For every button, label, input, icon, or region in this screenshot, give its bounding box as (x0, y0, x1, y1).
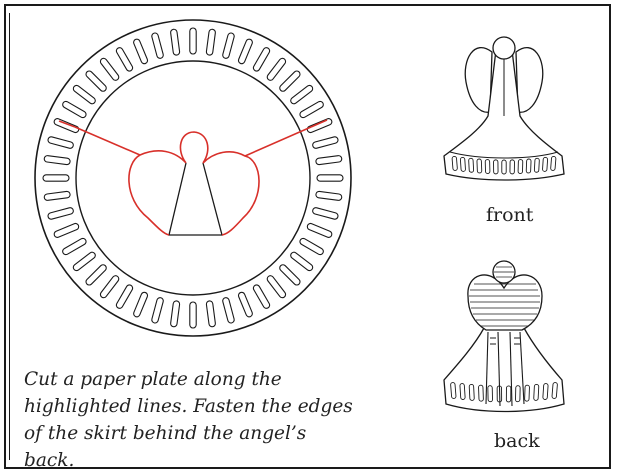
plate-slot (99, 57, 120, 82)
plate-slot (115, 284, 134, 310)
plate-slot (133, 291, 149, 317)
plate-slot (289, 84, 314, 105)
plate-slot (47, 136, 74, 149)
plate-slot (306, 222, 332, 238)
right-wing (516, 48, 543, 113)
plate-slot (237, 291, 253, 317)
cut-line-right (245, 127, 311, 156)
cut-line-right-rim (311, 120, 327, 127)
plate-slot (190, 302, 196, 328)
plate-slot (170, 29, 180, 56)
plate-slot (306, 118, 332, 134)
plate-inner-rim (76, 61, 310, 295)
head (493, 37, 515, 59)
plate-slot (44, 191, 71, 201)
plate-slot (115, 46, 134, 72)
plate-slot (316, 191, 343, 201)
angel-skirt-outline (169, 163, 222, 235)
plate-slot (222, 297, 235, 324)
plate-slot (85, 263, 108, 286)
cut-line-angel (129, 132, 259, 235)
plate-slot (44, 155, 71, 165)
plate-slot (206, 301, 216, 328)
plate-slot (43, 175, 69, 181)
plate-slot (278, 70, 301, 93)
plate-slot (151, 32, 164, 59)
plate-slot (222, 32, 235, 59)
plate-slot (252, 284, 271, 310)
plate-slot (266, 274, 287, 299)
plate-slot (289, 251, 314, 272)
back-label: back (494, 430, 540, 452)
plate-slot (61, 100, 87, 119)
left-wing (465, 48, 492, 113)
plate-slot (317, 175, 343, 181)
plate-slot (252, 46, 271, 72)
plate-slot (312, 136, 339, 149)
front-label: front (486, 204, 533, 226)
plate-slot (53, 222, 79, 238)
plate-slot (190, 28, 196, 54)
plate-slot (72, 251, 97, 272)
instruction-caption: Cut a paper plate along the highlighted … (24, 366, 354, 474)
plate-slot (53, 118, 79, 134)
plate-slot (85, 70, 108, 93)
plate-slot (72, 84, 97, 105)
plate-slots (43, 28, 343, 328)
plate-slot (99, 274, 120, 299)
plate-slot (206, 29, 216, 56)
paper-plate-diagram (0, 0, 400, 360)
plate-slot (266, 57, 287, 82)
cut-lines (59, 120, 327, 235)
angel-back-illustration (440, 258, 570, 428)
plate-slot (61, 237, 87, 256)
plate-slot (299, 100, 325, 119)
angel-front-illustration (440, 30, 570, 190)
plate-slot (170, 301, 180, 328)
plate-slot (237, 38, 253, 64)
plate-slot (312, 207, 339, 220)
plate-slot (47, 207, 74, 220)
plate-slot (278, 263, 301, 286)
plate-slot (299, 237, 325, 256)
plate-slot (316, 155, 343, 165)
cut-line-left (75, 127, 140, 155)
plate-outer-rim (35, 20, 351, 336)
plate-slot (133, 38, 149, 64)
plate-slot (151, 297, 164, 324)
